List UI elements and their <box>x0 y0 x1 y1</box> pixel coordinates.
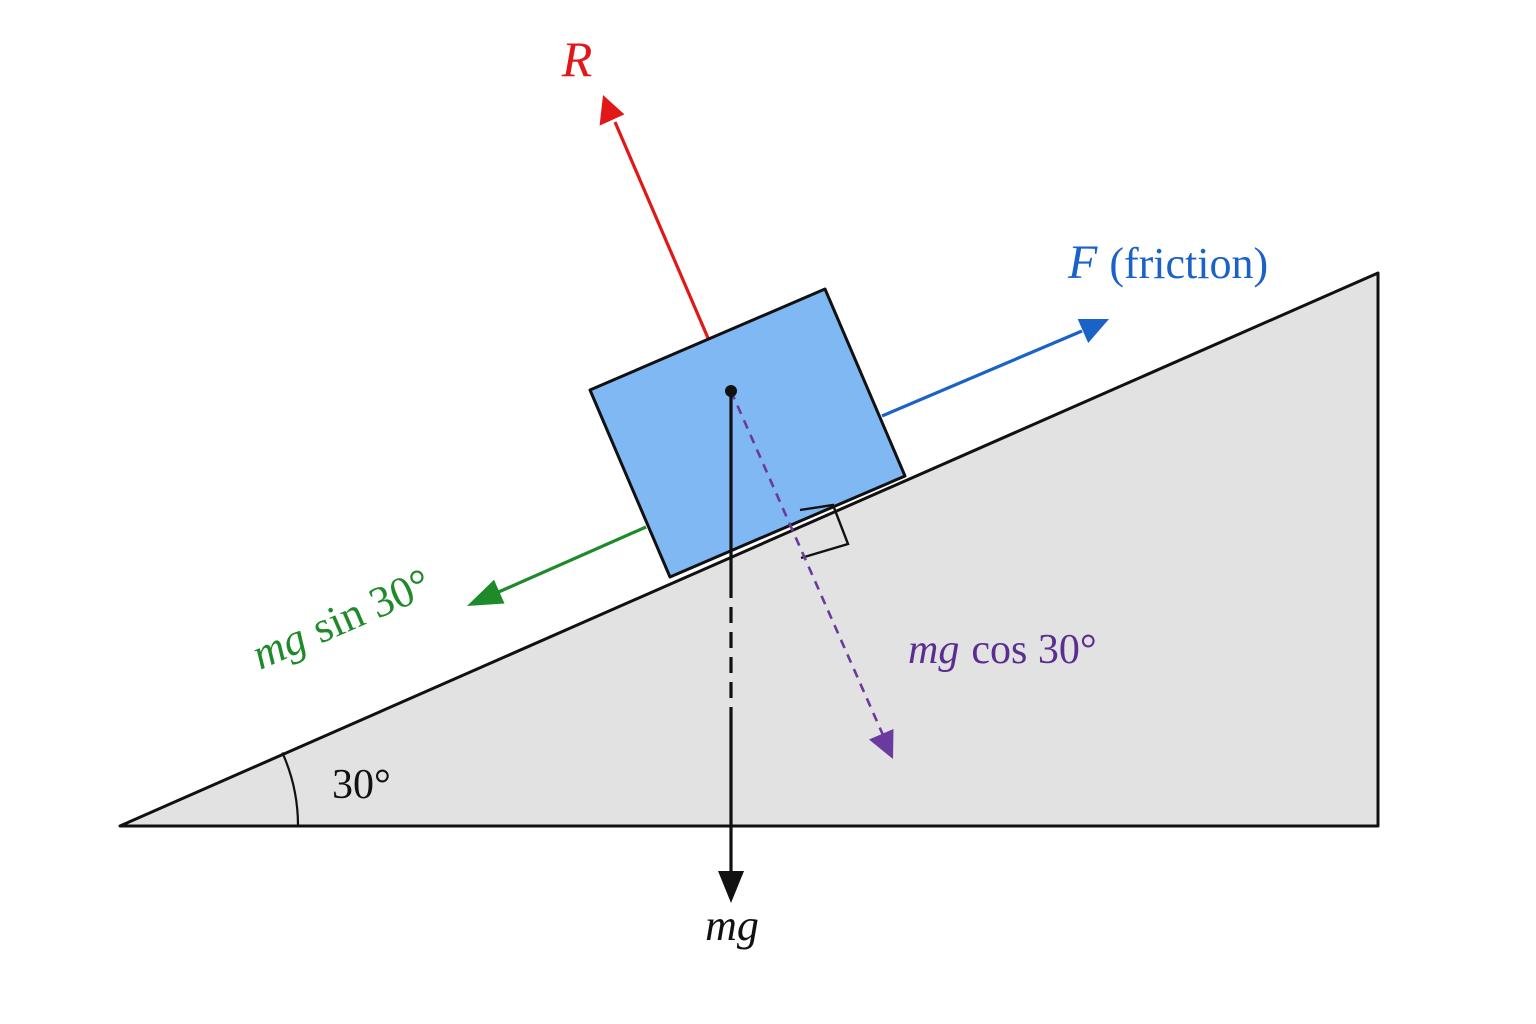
parallel-component-label: mgsin 30° <box>244 559 438 680</box>
angle-arc <box>281 752 300 827</box>
friction-line <box>881 329 1083 418</box>
friction-label: F(friction) <box>1067 236 1268 289</box>
reaction-line <box>613 121 710 339</box>
parallel-component-line <box>493 525 647 596</box>
centre-of-mass-dot <box>725 385 737 397</box>
friction-arrowhead <box>1077 319 1109 343</box>
perpendicular-component-arrowhead <box>869 729 894 759</box>
incline-plane <box>118 271 1380 828</box>
reaction-arrowhead <box>599 95 625 126</box>
right-angle-marker <box>799 503 850 560</box>
weight-label: mg <box>705 901 759 950</box>
parallel-component-arrowhead <box>467 579 505 606</box>
angle-label: 30° <box>332 762 391 808</box>
weight-arrowhead <box>718 871 744 903</box>
reaction-label: R <box>561 31 593 87</box>
